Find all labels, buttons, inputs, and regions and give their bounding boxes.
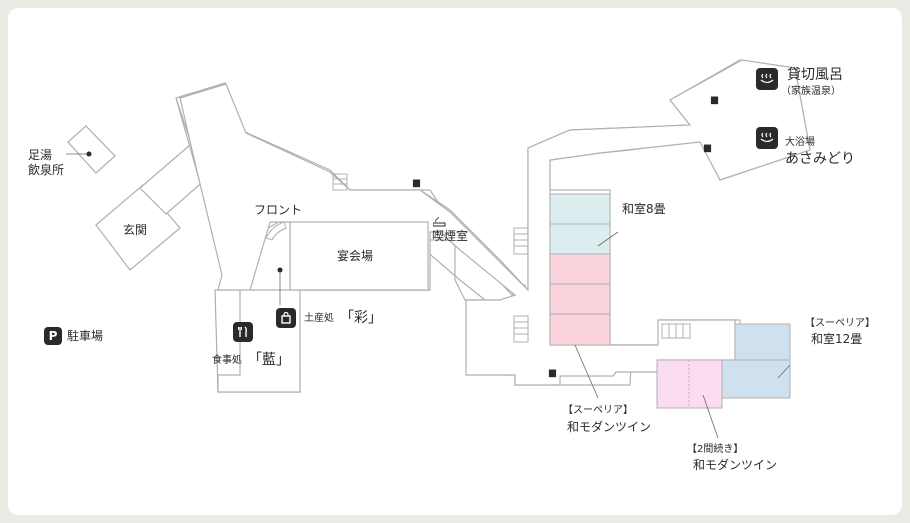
banquet-hall-room (289, 221, 429, 291)
stairs-3 (513, 315, 529, 343)
label-parking: 駐車場 (67, 329, 104, 343)
label-tsuzuki: 【2間続き】 (687, 444, 744, 455)
toilet-icon: ▮▮ (548, 368, 557, 379)
label-miyage-name: 「彩」 (340, 310, 382, 326)
shop-bag-icon (276, 308, 296, 328)
onsen-icon (756, 68, 778, 90)
front-counter (265, 221, 287, 241)
label-shokuji-name: 「藍」 (248, 352, 290, 368)
label-shokuji: 食事処 (212, 355, 242, 366)
toilet-icon: ▮▮ (710, 95, 719, 106)
label-superior-twin: 【スーペリア】 (563, 405, 633, 416)
label-modern-twin: 和モダンツイン (567, 420, 652, 434)
label-genkan: 玄関 (123, 223, 148, 237)
miyage-dot (277, 267, 283, 273)
onsen-icon (756, 127, 778, 149)
washitsu12-room-2 (721, 359, 791, 399)
toilet-icon: ▮▮ (703, 143, 712, 154)
label-insensho: 飲泉所 (28, 163, 65, 177)
ashiyu-building (67, 125, 116, 174)
label-washitsu8: 和室8畳 (622, 202, 666, 216)
label-washitsu12: 和室12畳 (811, 332, 863, 346)
label-asamidori: あさみどり (785, 151, 855, 167)
stairs-4 (661, 323, 691, 339)
parking-icon: P (44, 327, 62, 345)
stairs-1 (332, 173, 348, 191)
toilet-icon: ▮▮ (412, 178, 421, 189)
washitsu8-room (549, 193, 611, 225)
leader-lines (66, 153, 791, 439)
label-superior-12: 【スーペリア】 (805, 318, 875, 329)
washitsu12-room-1 (734, 323, 791, 361)
stairs-2 (513, 227, 529, 255)
label-kitsuenshitsu: 喫煙室 (432, 229, 469, 243)
label-kashikiri: 貸切風呂 (787, 67, 843, 83)
washitsu8-room-2 (549, 223, 611, 255)
superior-twin-room-3 (549, 313, 611, 346)
label-enkaijo: 宴会場 (337, 249, 374, 263)
smoking-icon (432, 212, 447, 227)
superior-twin-room-1 (549, 253, 611, 285)
label-miyage: 土産処 (304, 313, 334, 324)
restaurant-icon (233, 322, 253, 342)
label-daiyokujo: 大浴場 (785, 137, 815, 148)
label-modern-twin-2: 和モダンツイン (693, 458, 778, 472)
label-ashiyu: 足湯 (28, 148, 53, 162)
superior-twin-room-2 (549, 283, 611, 315)
ashiyu-dot (86, 151, 92, 157)
label-kazoku: （家族温泉） (781, 86, 841, 97)
label-front: フロント (254, 203, 303, 217)
